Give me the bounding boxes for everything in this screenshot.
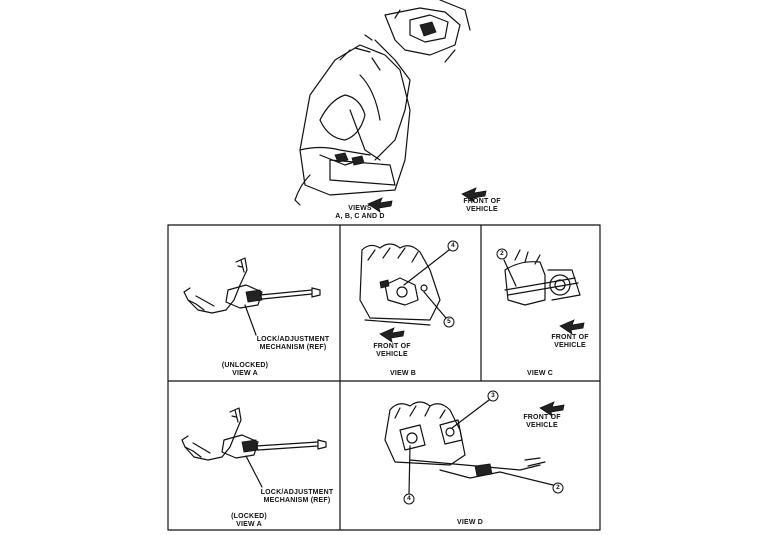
callout-number-5-b: 5 — [447, 318, 451, 325]
front-of-vehicle-label-top: FRONT OF VEHICLE — [463, 198, 501, 213]
front-of-vehicle-label-c: FRONT OF VEHICLE — [551, 334, 589, 349]
lock-adjustment-mechanism-label-unlocked: LOCK/ADJUSTMENT MECHANISM (REF) — [256, 336, 330, 351]
callout-3-d — [487, 390, 499, 402]
caption-view-a-locked: (LOCKED) VIEW A — [231, 513, 267, 528]
callout-2-d — [552, 482, 564, 494]
panel-a-unlocked-drawing — [183, 257, 321, 336]
callout-2-c — [496, 248, 508, 260]
panel-c-drawing — [496, 248, 585, 335]
callout-4-d — [403, 493, 415, 505]
callout-5-b — [443, 316, 455, 328]
overview-drawing — [294, 0, 487, 213]
caption-view-d: VIEW D — [456, 519, 484, 526]
caption-view-c: VIEW C — [526, 370, 554, 377]
callout-number-4-b: 4 — [451, 242, 455, 249]
callout-number-2-d: 2 — [556, 484, 560, 491]
panel-b-drawing — [359, 240, 459, 343]
panel-grid — [167, 224, 601, 531]
callout-number-2-c: 2 — [500, 250, 504, 257]
callout-4-b — [447, 240, 459, 252]
front-of-vehicle-label-d: FRONT OF VEHICLE — [523, 414, 561, 429]
front-of-vehicle-label-b: FRONT OF VEHICLE — [373, 343, 411, 358]
views-label: VIEWS A, B, C AND D — [335, 205, 385, 220]
callout-number-4-d: 4 — [407, 495, 411, 502]
callout-number-3-d: 3 — [491, 392, 495, 399]
caption-view-a-unlocked: (UNLOCKED) VIEW A — [221, 362, 269, 377]
panel-a-locked-drawing — [181, 407, 327, 488]
caption-view-b: VIEW B — [389, 370, 417, 377]
lock-adjustment-mechanism-label-locked: LOCK/ADJUSTMENT MECHANISM (REF) — [260, 489, 334, 504]
panel-d-drawing — [384, 390, 565, 505]
